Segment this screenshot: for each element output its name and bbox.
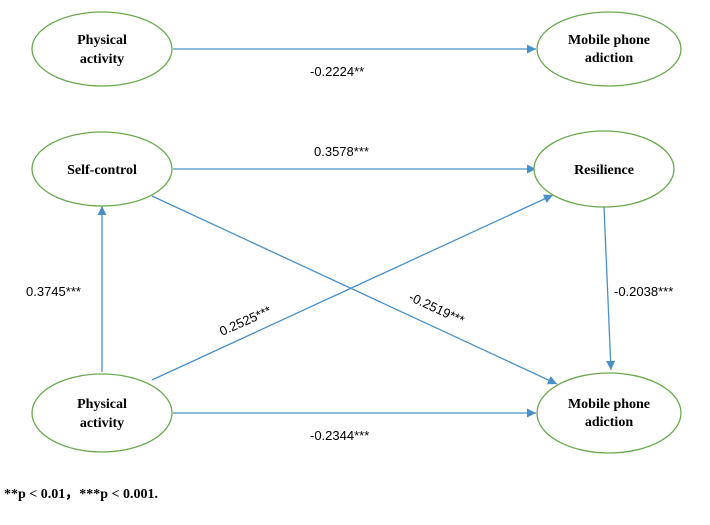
node-label: Self-control — [67, 163, 137, 178]
arrow-resilience-to-mpa — [603, 206, 616, 371]
node-label-line1: Physical — [77, 33, 127, 48]
significance-footnote: **p < 0.01，***p < 0.001. — [4, 487, 159, 502]
node-label-line1: Physical — [77, 397, 127, 412]
node-top-physical-activity: Physical activity — [31, 11, 173, 87]
edge-label-pa-to-sc: 0.3745*** — [26, 284, 81, 299]
edge-label-pa-to-resilience: 0.2525*** — [217, 303, 273, 339]
node-label-line2: adiction — [585, 51, 633, 66]
node-label-line2: activity — [80, 52, 124, 67]
edge-label-sc-to-mpa: -0.2519*** — [407, 289, 467, 328]
edge-label-sc-to-resilience: 0.3578*** — [314, 144, 369, 159]
node-self-control: Self-control — [31, 131, 173, 207]
node-top-mobile-phone-addiction: Mobile phone adiction — [536, 11, 682, 87]
arrow-pa-to-resilience — [151, 194, 554, 381]
edge-label-top-direct: -0.2224** — [310, 64, 364, 79]
node-label-line2: activity — [80, 416, 124, 431]
node-label-line1: Mobile phone — [568, 397, 650, 412]
node-label: Resilience — [574, 163, 634, 178]
arrow-sc-to-mpa — [151, 195, 558, 385]
node-bottom-physical-activity: Physical activity — [31, 373, 173, 453]
edge-label-bottom-direct: -0.2344*** — [310, 428, 369, 443]
node-label-line2: adiction — [585, 415, 633, 430]
edge-label-resilience-to-mpa: -0.2038*** — [614, 284, 673, 299]
node-label-line1: Mobile phone — [568, 33, 650, 48]
node-resilience: Resilience — [533, 130, 675, 208]
node-bottom-mobile-phone-addiction: Mobile phone adiction — [536, 372, 682, 454]
mediation-diagram: Physical activity Mobile phone adiction … — [26, 11, 682, 454]
